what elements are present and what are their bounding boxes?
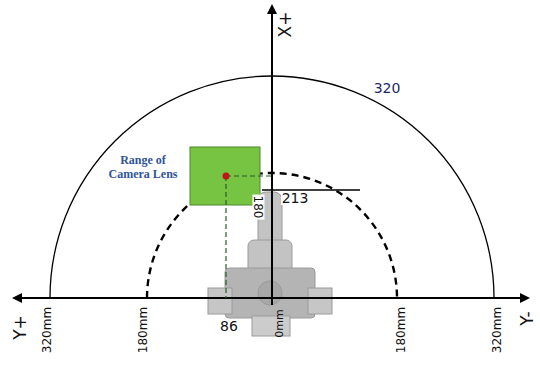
tick-label: 320mm — [41, 307, 53, 353]
x-axis — [271, 6, 273, 305]
dimension-label: 180 — [252, 195, 264, 220]
y-axis — [272, 297, 528, 299]
marker-line — [262, 189, 360, 191]
tick-label: 0mm — [274, 309, 285, 337]
tick-label: 320mm — [491, 307, 503, 353]
leader-line — [225, 176, 226, 298]
leader-line — [226, 175, 272, 176]
axis-label: Y- — [518, 311, 535, 326]
robot-arm — [208, 192, 332, 336]
y-axis — [14, 297, 272, 299]
tick-label: 180mm — [395, 307, 407, 353]
camera-range-box — [190, 147, 260, 205]
dimension-label: 86 — [219, 319, 239, 333]
target-dot — [223, 173, 230, 180]
dimension-label: 213 — [281, 191, 310, 205]
region-label: Range of Camera Lens — [100, 154, 186, 182]
radius-label: 320 — [373, 81, 402, 95]
axis-label: Y+ — [11, 315, 28, 340]
tick-label: 180mm — [137, 307, 149, 353]
axis-label: X+ — [277, 11, 294, 37]
